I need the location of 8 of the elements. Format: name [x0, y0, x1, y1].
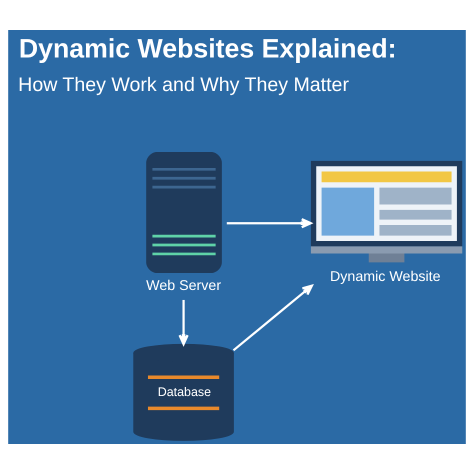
- node-label: Dynamic Website: [330, 268, 441, 285]
- diagram-title: Dynamic Websites Explained:: [18, 34, 397, 64]
- node-label: Web Server: [146, 278, 222, 294]
- arrow: [226, 218, 312, 228]
- node-box: [146, 152, 222, 274]
- arrow: [178, 300, 189, 346]
- arrow: [232, 284, 313, 352]
- label: How They Work and Why They Matter: [18, 74, 349, 96]
